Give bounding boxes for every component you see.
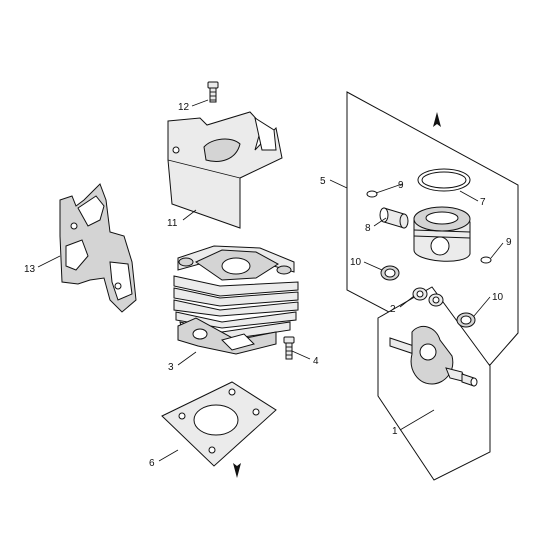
crankshaft — [389, 325, 478, 387]
callout-13: 13 — [24, 264, 36, 275]
circlip-part-9-b — [480, 256, 492, 264]
callout-1: 1 — [392, 426, 398, 437]
bolt-part-5 — [283, 336, 295, 360]
arrow-down-icon — [233, 463, 241, 478]
piston — [413, 206, 471, 262]
callout-5: 4 — [313, 356, 319, 367]
circlip-part-9-a — [366, 190, 378, 198]
arrow-up-icon — [433, 112, 441, 127]
shroud-part-11 — [167, 111, 283, 229]
leader-lines — [37, 99, 504, 462]
cylinder-part-3 — [173, 245, 299, 355]
piston-pin-part-8 — [379, 207, 409, 229]
callout-2: 2 — [390, 304, 396, 315]
piston-ring-part-7 — [417, 168, 471, 192]
washer-part-10-a — [380, 265, 400, 281]
callout-8: 8 — [365, 223, 371, 234]
callout-7: 7 — [480, 197, 486, 208]
callout-numbers: 12 11 13 5 9 7 8 9 10 10 2 3 4 6 1 — [24, 102, 512, 469]
callout-10-left: 10 — [350, 257, 362, 268]
screw-part-12 — [207, 81, 219, 103]
needle-bearing-part-2 — [412, 287, 444, 307]
washer-part-10-b — [456, 312, 476, 328]
callout-11: 11 — [167, 218, 178, 229]
fan-cover-part-13 — [59, 183, 137, 313]
gasket-part-4 — [161, 381, 277, 467]
callout-4: 6 — [149, 458, 155, 469]
callout-3: 3 — [168, 362, 174, 373]
callout-9-right: 9 — [506, 237, 512, 248]
callout-6: 5 — [320, 176, 326, 187]
callout-9-top: 9 — [398, 180, 404, 191]
callout-12: 12 — [178, 102, 190, 113]
callout-10-right: 10 — [492, 292, 504, 303]
